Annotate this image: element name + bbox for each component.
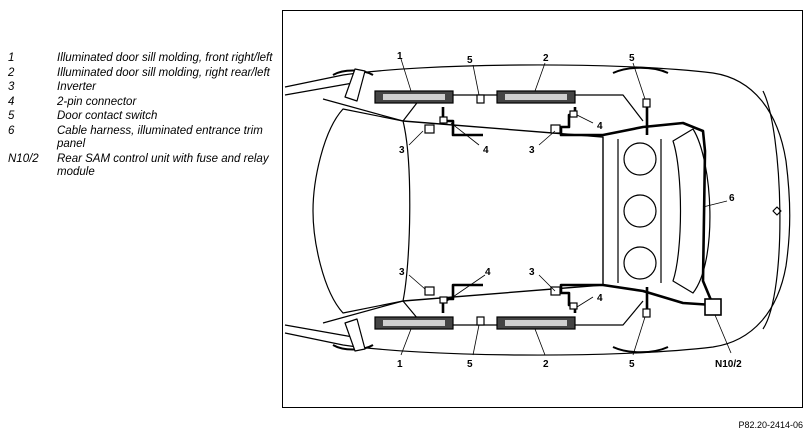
callout-label: 2 bbox=[543, 53, 549, 64]
emblem bbox=[772, 206, 782, 216]
legend-text: Rear SAM control unit with fuse and rela… bbox=[57, 152, 269, 179]
harness-front-top bbox=[441, 107, 483, 137]
legend-item: 3 Inverter bbox=[8, 81, 278, 95]
rear-seat-bench bbox=[617, 139, 662, 283]
leader-line bbox=[702, 200, 728, 208]
callout-label: N10/2 bbox=[715, 359, 742, 370]
rear-seat-center bbox=[623, 194, 657, 228]
callout-label: 3 bbox=[529, 267, 535, 278]
wiring-diagram-frame: 1 5 2 5 4 3 4 3 6 3 4 3 4 1 5 2 5 N10/2 bbox=[282, 10, 803, 408]
harness-rear-top bbox=[559, 107, 715, 306]
legend-item: 1 Illuminated door sill molding, front r… bbox=[8, 52, 278, 66]
legend-text: Illuminated door sill molding, front rig… bbox=[57, 52, 273, 64]
legend-code: 4 bbox=[8, 95, 15, 108]
door-switch-rear-top bbox=[642, 98, 651, 108]
legend-item: 6 Cable harness, illuminated entrance tr… bbox=[8, 125, 278, 152]
legend-code: 2 bbox=[8, 66, 15, 79]
door-switch-rear-bottom bbox=[642, 308, 651, 318]
front-wheel-arch-top bbox=[332, 69, 374, 76]
rear-wheel-arch-top bbox=[612, 66, 669, 74]
callout-label: 5 bbox=[467, 55, 473, 66]
callout-label: 5 bbox=[629, 359, 635, 370]
connector-rear-top bbox=[569, 110, 578, 118]
mirror-bottom bbox=[344, 318, 366, 352]
inverter-front-top bbox=[424, 124, 435, 134]
legend-text: Inverter bbox=[57, 81, 96, 93]
figure-reference: P82.20-2414-06 bbox=[738, 420, 803, 430]
leader-line bbox=[632, 316, 646, 356]
leader-line bbox=[714, 314, 732, 354]
front-wheel-arch-bottom bbox=[332, 344, 374, 351]
door-switch-front-bottom bbox=[476, 316, 485, 326]
roof bbox=[402, 120, 604, 302]
leader-line bbox=[534, 328, 546, 356]
leader-line bbox=[576, 296, 594, 308]
rear-seat-left bbox=[623, 142, 657, 176]
leader-line bbox=[538, 274, 556, 292]
legend-code: 1 bbox=[8, 52, 15, 64]
legend-code: 5 bbox=[8, 110, 15, 122]
callout-label: 4 bbox=[485, 267, 491, 278]
callout-label: 1 bbox=[397, 359, 403, 370]
car-diagram: 1 5 2 5 4 3 4 3 6 3 4 3 4 1 5 2 5 N10/2 bbox=[284, 51, 791, 370]
legend-text: 2-pin connector bbox=[57, 95, 137, 108]
car-body-outline bbox=[284, 64, 791, 356]
callout-label: 3 bbox=[529, 145, 535, 156]
harness-front-bottom bbox=[441, 283, 483, 313]
callout-label: 5 bbox=[629, 53, 635, 64]
callout-label: 3 bbox=[399, 145, 405, 156]
leader-line bbox=[472, 324, 480, 356]
callout-label: 6 bbox=[729, 193, 735, 204]
callout-label: 4 bbox=[597, 121, 603, 132]
legend-text: Illuminated door sill molding, right rea… bbox=[57, 66, 270, 79]
connector-front-bottom bbox=[439, 296, 448, 304]
rear-window bbox=[672, 128, 711, 294]
inverter-front-bottom bbox=[424, 286, 435, 296]
car-body-inner-line bbox=[284, 82, 354, 338]
leader-line bbox=[576, 114, 594, 124]
connector-front-top bbox=[439, 116, 448, 124]
callout-label: 2 bbox=[543, 359, 549, 370]
callout-label: 4 bbox=[483, 145, 489, 156]
leader-line bbox=[446, 274, 486, 302]
legend-item: N10/2 Rear SAM control unit with fuse an… bbox=[8, 153, 278, 180]
leader-line bbox=[450, 122, 480, 146]
callout-label: 3 bbox=[399, 267, 405, 278]
legend: 1 Illuminated door sill molding, front r… bbox=[8, 52, 278, 181]
legend-code: 3 bbox=[8, 81, 15, 93]
rear-wheel-arch-bottom bbox=[612, 346, 669, 354]
rear-seat-right bbox=[623, 246, 657, 280]
rear-sam-control-unit bbox=[704, 298, 722, 316]
leader-line bbox=[534, 62, 546, 92]
leader-line bbox=[408, 130, 424, 146]
legend-item: 2 Illuminated door sill molding, right r… bbox=[8, 67, 278, 81]
legend-text: Door contact switch bbox=[57, 110, 158, 122]
rear-bumper bbox=[762, 90, 781, 330]
legend-code: 6 bbox=[8, 124, 15, 137]
legend-code: N10/2 bbox=[8, 152, 39, 165]
connector-rear-bottom bbox=[569, 302, 578, 310]
legend-text: Cable harness, illuminated entrance trim… bbox=[57, 124, 263, 151]
leader-line bbox=[400, 58, 412, 92]
callout-label: 1 bbox=[397, 51, 403, 62]
leader-line bbox=[472, 64, 480, 96]
door-switch-front-top bbox=[476, 94, 485, 104]
leader-line bbox=[632, 62, 646, 100]
mirror-top bbox=[344, 68, 366, 102]
inverter-rear-bottom bbox=[550, 286, 561, 296]
a-pillar-bottom bbox=[322, 300, 404, 324]
leader-line bbox=[408, 274, 426, 290]
legend-item: 4 2-pin connector bbox=[8, 96, 278, 110]
leader-line bbox=[538, 130, 556, 146]
inverter-rear-top bbox=[550, 124, 561, 134]
legend-item: 5 Door contact switch bbox=[8, 110, 278, 124]
callout-label: 5 bbox=[467, 359, 473, 370]
windshield bbox=[312, 108, 411, 314]
a-pillar-top bbox=[322, 98, 404, 122]
callout-label: 4 bbox=[597, 293, 603, 304]
leader-line bbox=[400, 328, 412, 356]
